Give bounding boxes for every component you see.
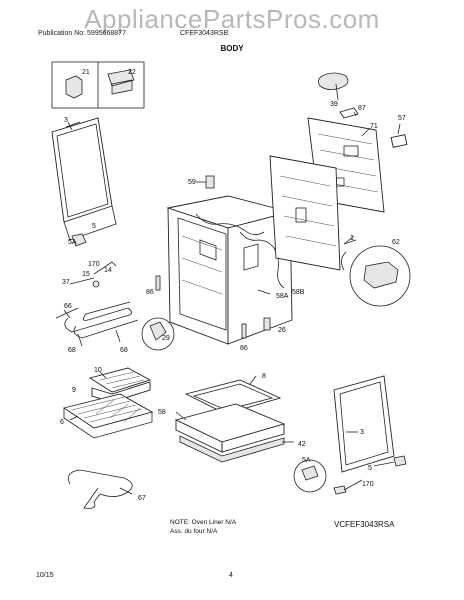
callout-71: 71 [370,123,378,130]
side-panel-right [333,375,395,473]
callout-3-right: 3 [360,429,364,436]
broil-element [55,301,139,339]
part-62-detail [341,239,411,307]
leader-lines [63,83,401,495]
page-number: 4 [229,572,233,579]
callout-5-left: 5 [92,223,96,230]
callout-86-right: 86 [240,345,248,352]
part-5A-right-detail [293,459,327,493]
callout-58B: 58B [292,289,305,296]
revision-date: 10/15 [36,572,54,579]
part-5-right [393,455,407,467]
watermark: AppliancePartsPros.com [84,4,380,34]
callout-9: 9 [72,387,76,394]
oven-rack [62,393,154,439]
callout-67: 67 [138,495,146,502]
callout-5A-right: 5A [302,457,311,464]
part-14-sensor [93,261,117,275]
note-line-french: Ass. du four N/A [170,528,218,535]
callout-21: 21 [82,69,90,76]
callout-86-left: 86 [146,289,154,296]
callout-66: 66 [64,303,72,310]
storage-drawer-assembly [174,379,286,463]
callout-6: 6 [60,419,64,426]
footer-note: NOTE: Oven Liner N/A Ass. du four N/A [170,518,236,536]
callout-29: 29 [162,335,170,342]
callout-42: 42 [298,441,306,448]
part-59 [205,175,215,189]
callout-62: 62 [392,239,400,246]
part-86-left [155,275,161,291]
callout-68-right: 68 [120,347,128,354]
model-number: CFEF3043RSB [180,30,229,37]
callout-15: 15 [82,271,90,278]
callout-170-left: 170 [88,261,100,268]
callout-14: 14 [104,267,112,274]
publication-number: Publication No: 5995668877 [38,30,126,37]
rear-inner-panel [269,155,341,271]
part-26 [263,317,271,331]
part-170-right [333,485,347,495]
callout-26: 26 [278,327,286,334]
callout-5A-left: 5A [68,239,77,246]
part-21-22-inset [51,61,145,109]
callout-58: 58 [158,409,166,416]
part-87-top [339,107,359,119]
callout-37: 37 [62,279,70,286]
callout-labels: 21 22 39 87 71 57 3 59 5 5A 170 14 37 15… [60,69,406,502]
callout-39: 39 [330,101,338,108]
callout-5-right: 5 [368,465,372,472]
callout-57: 57 [398,115,406,122]
part-37-screw [69,277,95,285]
drawing-id: VCFEF3043RSA [334,520,395,529]
callout-1: 1 [350,235,354,242]
part-86-right [241,323,247,339]
part-5A-left [71,233,87,247]
side-panel-left [51,117,117,241]
callout-170-right: 170 [362,481,374,488]
callout-3-left: 3 [64,117,68,124]
callout-10: 10 [94,367,102,374]
part-39 [318,72,349,90]
callout-59: 59 [188,179,196,186]
callout-8: 8 [262,373,266,380]
callout-22: 22 [128,69,136,76]
callout-87-top: 87 [358,105,366,112]
part-29-detail [141,317,175,351]
callout-58A: 58A [276,293,289,300]
part-57 [390,134,408,148]
section-title: BODY [220,44,244,53]
part-15-grommet [92,280,100,288]
callout-68-left: 68 [68,347,76,354]
note-line-english: NOTE: Oven Liner N/A [170,519,237,526]
